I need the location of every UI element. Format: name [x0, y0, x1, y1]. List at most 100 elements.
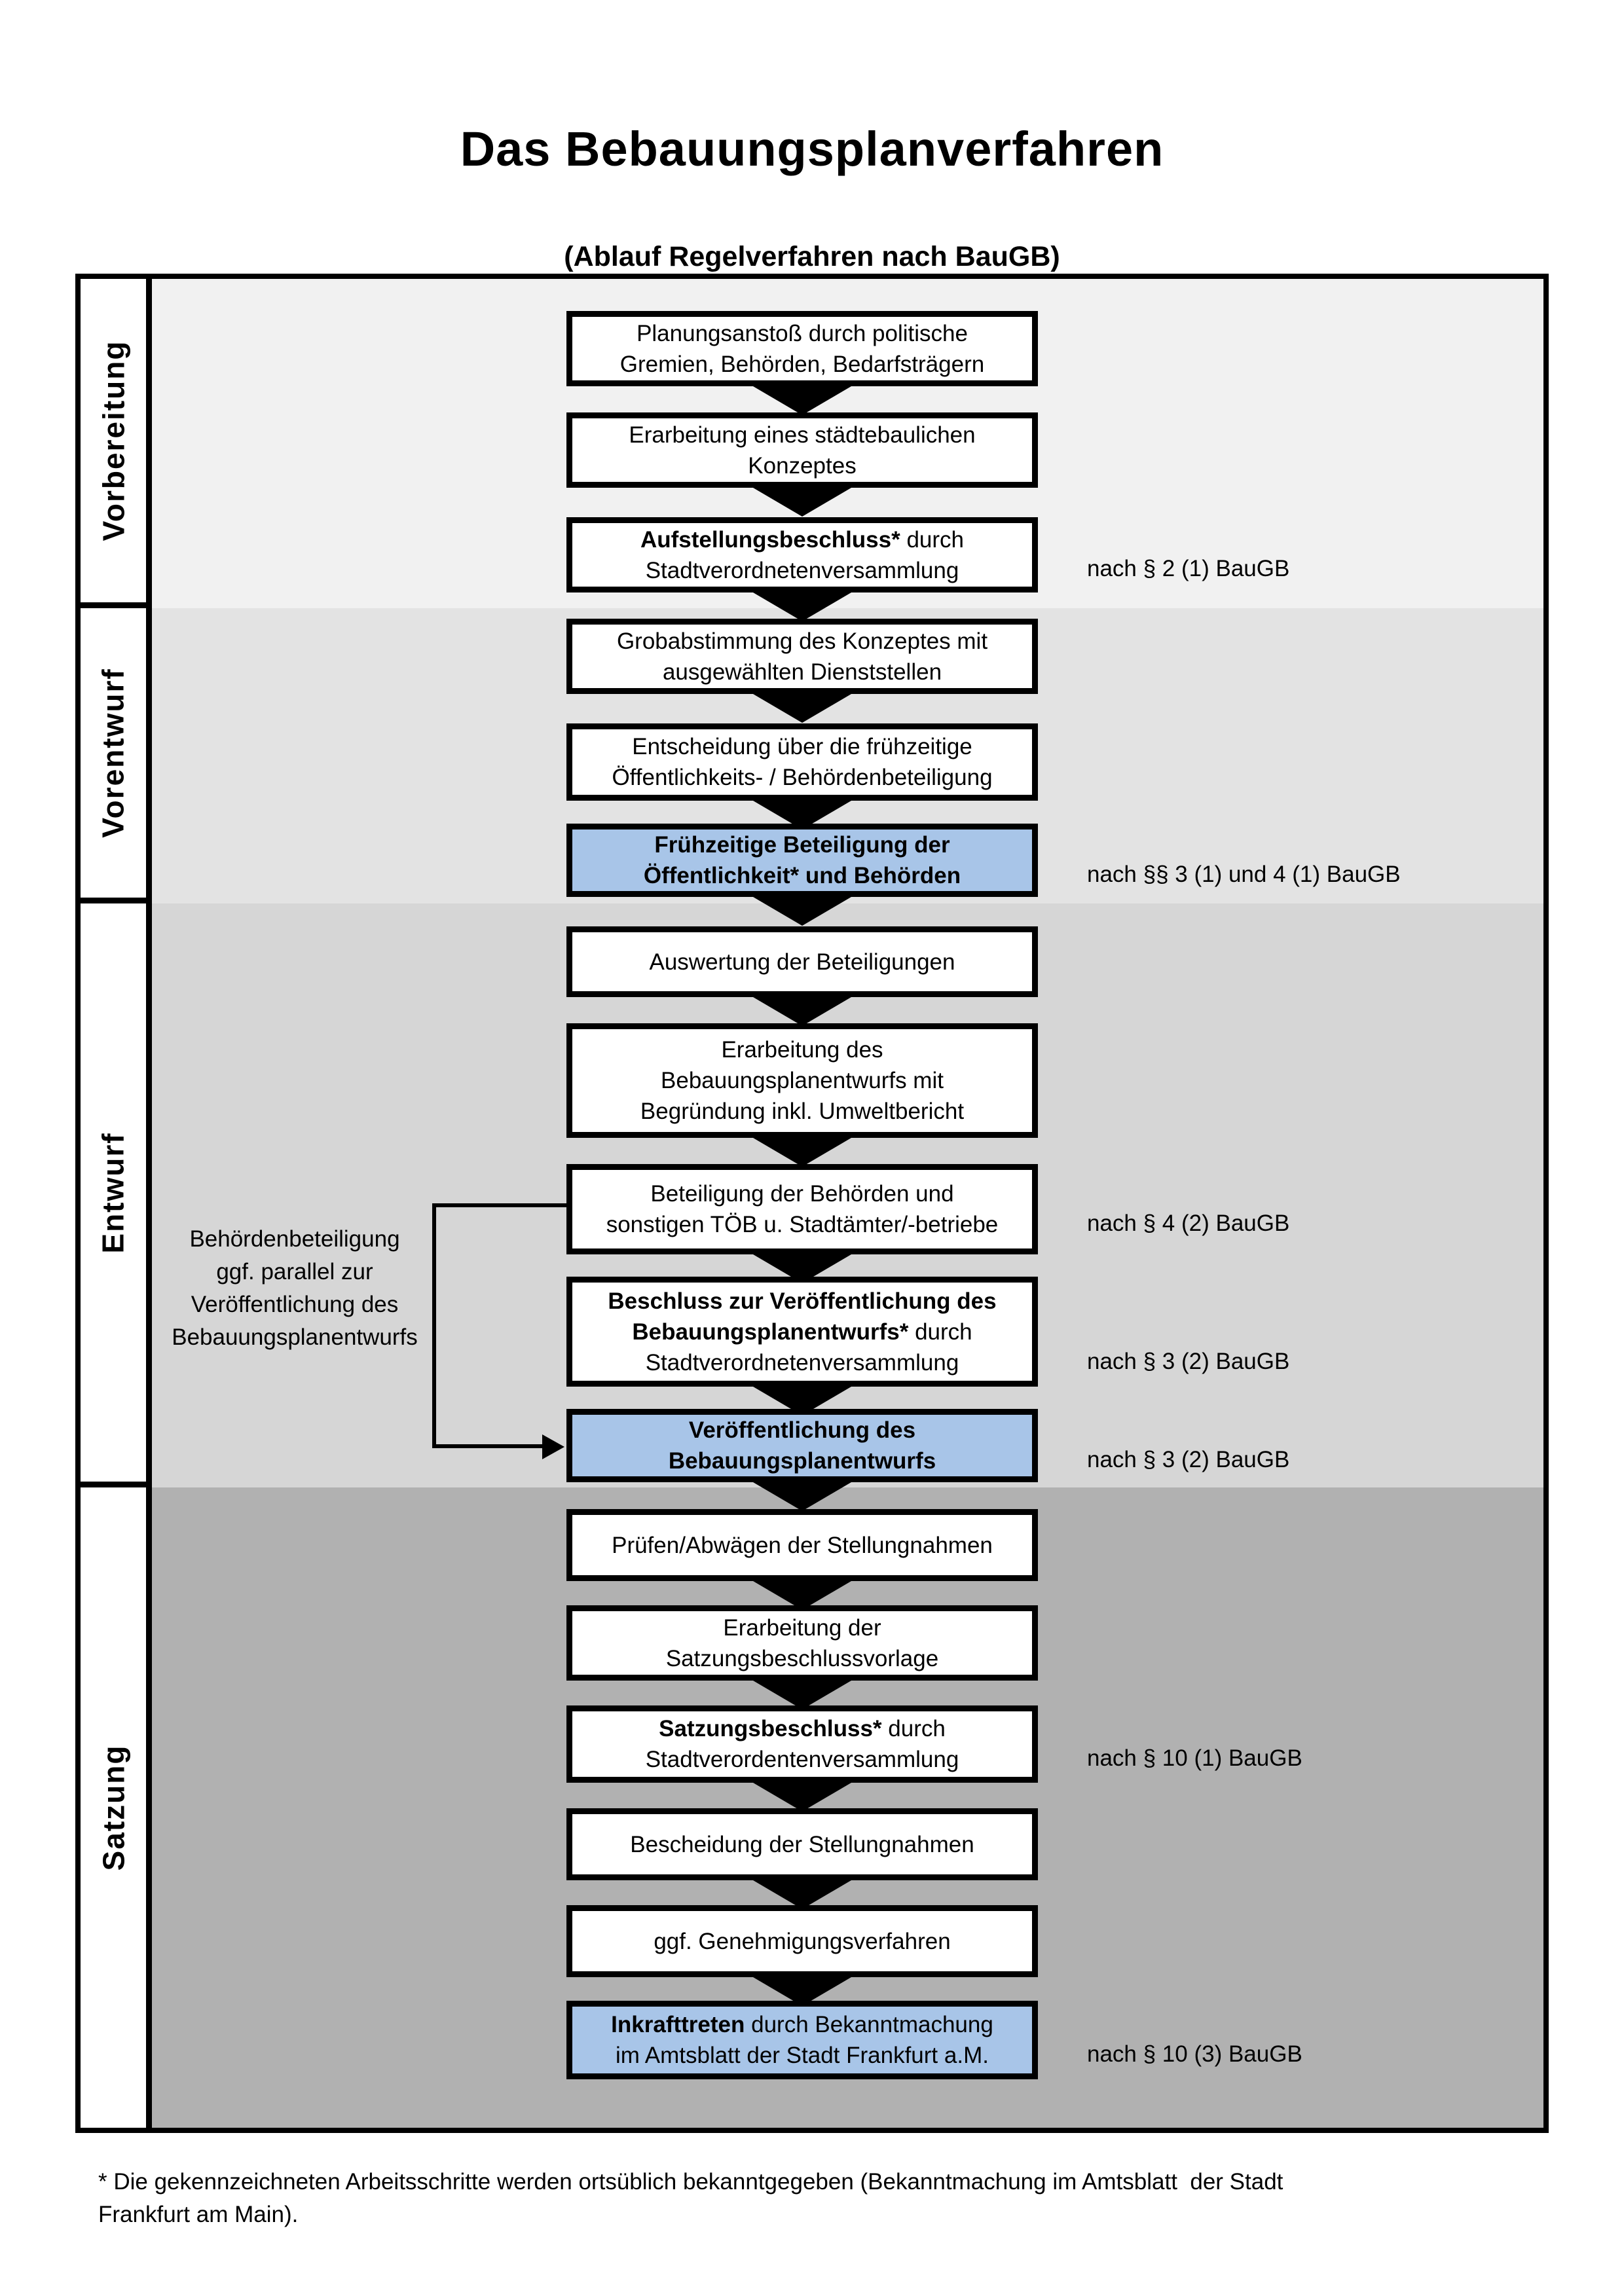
box-text: Grobabstimmung des Konzeptes mit — [616, 628, 988, 654]
box-text-line: Gremien, Behörden, Bedarfsträgern — [620, 349, 984, 380]
process-box-satzungsbeschluss: Satzungsbeschluss* durch Stadtverordente… — [566, 1705, 1038, 1783]
box-text: Entscheidung über die frühzeitige — [632, 734, 972, 759]
page-subtitle: (Ablauf Regelverfahren nach BauGB) — [564, 241, 1060, 272]
law-reference: nach § 3 (2) BauGB — [1087, 1447, 1290, 1472]
process-box-pruefen-abwaegen: Prüfen/Abwägen der Stellungnahmen — [566, 1509, 1038, 1581]
box-text-line: sonstigen TÖB u. Stadtämter/-betriebe — [606, 1209, 999, 1240]
box-text: Planungsanstoß durch politische — [637, 320, 968, 346]
box-text: Bebauungsplanentwurfs* — [632, 1319, 909, 1345]
box-text: Erarbeitung der — [723, 1614, 881, 1641]
law-reference: nach §§ 3 (1) und 4 (1) BauGB — [1087, 862, 1401, 887]
box-text: Bescheidung der Stellungnahmen — [630, 1831, 974, 1857]
bracket-line — [432, 1203, 566, 1207]
box-text: Stadtverordnetenversammlung — [645, 557, 959, 583]
box-text-line: Satzungsbeschlussvorlage — [666, 1643, 938, 1674]
box-text-line: Öffentlichkeits- / Behördenbeteiligung — [612, 762, 992, 793]
box-text: Begründung inkl. Umweltbericht — [640, 1099, 965, 1124]
box-text-line: Erarbeitung der — [723, 1613, 881, 1643]
box-text: im Amtsblatt der Stadt Frankfurt a.M. — [616, 2043, 989, 2068]
box-text: Auswertung der Beteiligungen — [649, 949, 955, 975]
arrow-down-icon — [753, 1482, 851, 1511]
bracket-line — [432, 1444, 544, 1448]
page-title: Das Bebauungsplanverfahren — [460, 122, 1164, 176]
process-box-erarbeitung-entwurf: Erarbeitung des Bebauungsplanentwurfs mi… — [566, 1023, 1038, 1138]
box-text: ausgewählten Dienststellen — [662, 659, 942, 685]
box-text: Inkrafttreten — [611, 2012, 745, 2037]
footnote-line: * Die gekennzeichneten Arbeitsschritte w… — [98, 2169, 1283, 2195]
box-text-line: Erarbeitung des — [721, 1034, 883, 1065]
arrow-down-icon — [753, 1880, 851, 1909]
phase-label: Vorbereitung — [96, 340, 131, 541]
arrow-down-icon — [753, 1138, 851, 1167]
box-text: Konzeptes — [748, 452, 857, 479]
box-text-line: Beteiligung der Behörden und — [650, 1178, 953, 1209]
arrow-down-icon — [753, 1783, 851, 1812]
box-text: Satzungsbeschluss* — [659, 1716, 882, 1741]
bracket-line — [432, 1203, 436, 1448]
box-text: Stadtverordnetenversammlung — [645, 1349, 959, 1376]
process-box-satzungsbeschlussvorlage: Erarbeitung der Satzungsbeschlussvorlage — [566, 1605, 1038, 1681]
arrow-down-icon — [753, 1681, 851, 1709]
footnote-line: Frankfurt am Main). — [98, 2202, 299, 2227]
law-reference: nach § 3 (2) BauGB — [1087, 1349, 1290, 1374]
law-reference: nach § 4 (2) BauGB — [1087, 1211, 1290, 1236]
law-reference: nach § 2 (1) BauGB — [1087, 556, 1290, 581]
annotation-line: Behördenbeteiligung — [189, 1226, 400, 1252]
box-text-line: Inkrafttreten durch Bekanntmachung — [611, 2009, 993, 2040]
phase-label: Satzung — [96, 1744, 131, 1871]
phase-label-cell-vorentwurf: Vorentwurf — [81, 608, 152, 903]
annotation-line: Veröffentlichung des — [191, 1292, 399, 1317]
box-text: Aufstellungsbeschluss* — [640, 526, 900, 553]
box-text-line: Frühzeitige Beteiligung der — [654, 829, 950, 860]
box-text: durch — [900, 526, 965, 553]
box-text: Beschluss zur Veröffentlichung des — [608, 1288, 997, 1314]
box-text-line: Stadtverordnetenversammlung — [646, 555, 959, 586]
process-box-fruehzeitige-beteiligung: Frühzeitige Beteiligung der Öffentlichke… — [566, 824, 1038, 897]
arrow-down-icon — [753, 1581, 851, 1610]
box-text-line: Bebauungsplanentwurfs* durch — [632, 1317, 972, 1347]
bracket-arrow-icon — [542, 1434, 564, 1459]
arrow-down-icon — [753, 386, 851, 415]
annotation-line: Bebauungsplanentwurfs — [172, 1324, 418, 1350]
box-text-line: Bescheidung der Stellungnahmen — [630, 1829, 974, 1860]
box-text: sonstigen TÖB u. Stadtämter/-betriebe — [606, 1212, 999, 1237]
process-box-aufstellungsbeschluss: Aufstellungsbeschluss* durch Stadtverord… — [566, 517, 1038, 592]
box-text-line: Aufstellungsbeschluss* durch — [640, 524, 964, 555]
box-text: durch — [908, 1319, 972, 1345]
box-text: ggf. Genehmigungsverfahren — [654, 1928, 951, 1954]
box-text-line: Auswertung der Beteiligungen — [650, 947, 955, 977]
box-text: Bebauungsplanentwurfs — [668, 1448, 936, 1474]
box-text: Bebauungsplanentwurfs mit — [661, 1068, 944, 1093]
box-text-line: Beschluss zur Veröffentlichung des — [608, 1286, 996, 1317]
box-text-line: Begründung inkl. Umweltbericht — [640, 1096, 964, 1127]
box-text-line: Entscheidung über die frühzeitige — [632, 731, 972, 762]
phase-label-cell-entwurf: Entwurf — [81, 903, 152, 1487]
box-text-line: Satzungsbeschluss* durch — [659, 1713, 946, 1744]
box-text: Öffentlichkeits- / Behördenbeteiligung — [612, 765, 993, 790]
box-text: Frühzeitige Beteiligung der — [654, 832, 950, 858]
box-text-line: Stadtverordnetenversammlung — [646, 1347, 959, 1378]
process-box-entscheidung: Entscheidung über die frühzeitige Öffent… — [566, 723, 1038, 801]
box-text: Gremien, Behörden, Bedarfsträgern — [619, 351, 985, 377]
box-text: Erarbeitung eines städtebaulichen — [629, 422, 976, 448]
process-box-konzept: Erarbeitung eines städtebaulichen Konzep… — [566, 412, 1038, 488]
law-reference: nach § 10 (1) BauGB — [1087, 1745, 1302, 1771]
box-text-line: Planungsanstoß durch politische — [637, 318, 968, 349]
box-text-line: im Amtsblatt der Stadt Frankfurt a.M. — [616, 2040, 989, 2071]
side-annotation: Behördenbeteiligung ggf. parallel zur Ve… — [111, 1223, 478, 1354]
box-text-line: Stadtverordentenversammlung — [646, 1744, 959, 1775]
box-text-line: Grobabstimmung des Konzeptes mit — [617, 626, 987, 657]
box-text-line: ausgewählten Dienststellen — [663, 657, 942, 687]
box-text-line: Bebauungsplanentwurfs mit — [661, 1065, 944, 1096]
box-text: Prüfen/Abwägen der Stellungnahmen — [612, 1532, 993, 1558]
law-reference: nach § 10 (3) BauGB — [1087, 2041, 1302, 2067]
box-text: Öffentlichkeit* und Behörden — [643, 863, 961, 888]
process-box-planungsanstoss: Planungsanstoß durch politische Gremien,… — [566, 311, 1038, 386]
process-box-bescheidung: Bescheidung der Stellungnahmen — [566, 1808, 1038, 1880]
box-text-line: Öffentlichkeit* und Behörden — [644, 860, 961, 891]
phase-label-cell-vorbereitung: Vorbereitung — [81, 279, 152, 608]
arrow-down-icon — [753, 694, 851, 723]
box-text: durch — [881, 1716, 946, 1741]
arrow-down-icon — [753, 488, 851, 517]
